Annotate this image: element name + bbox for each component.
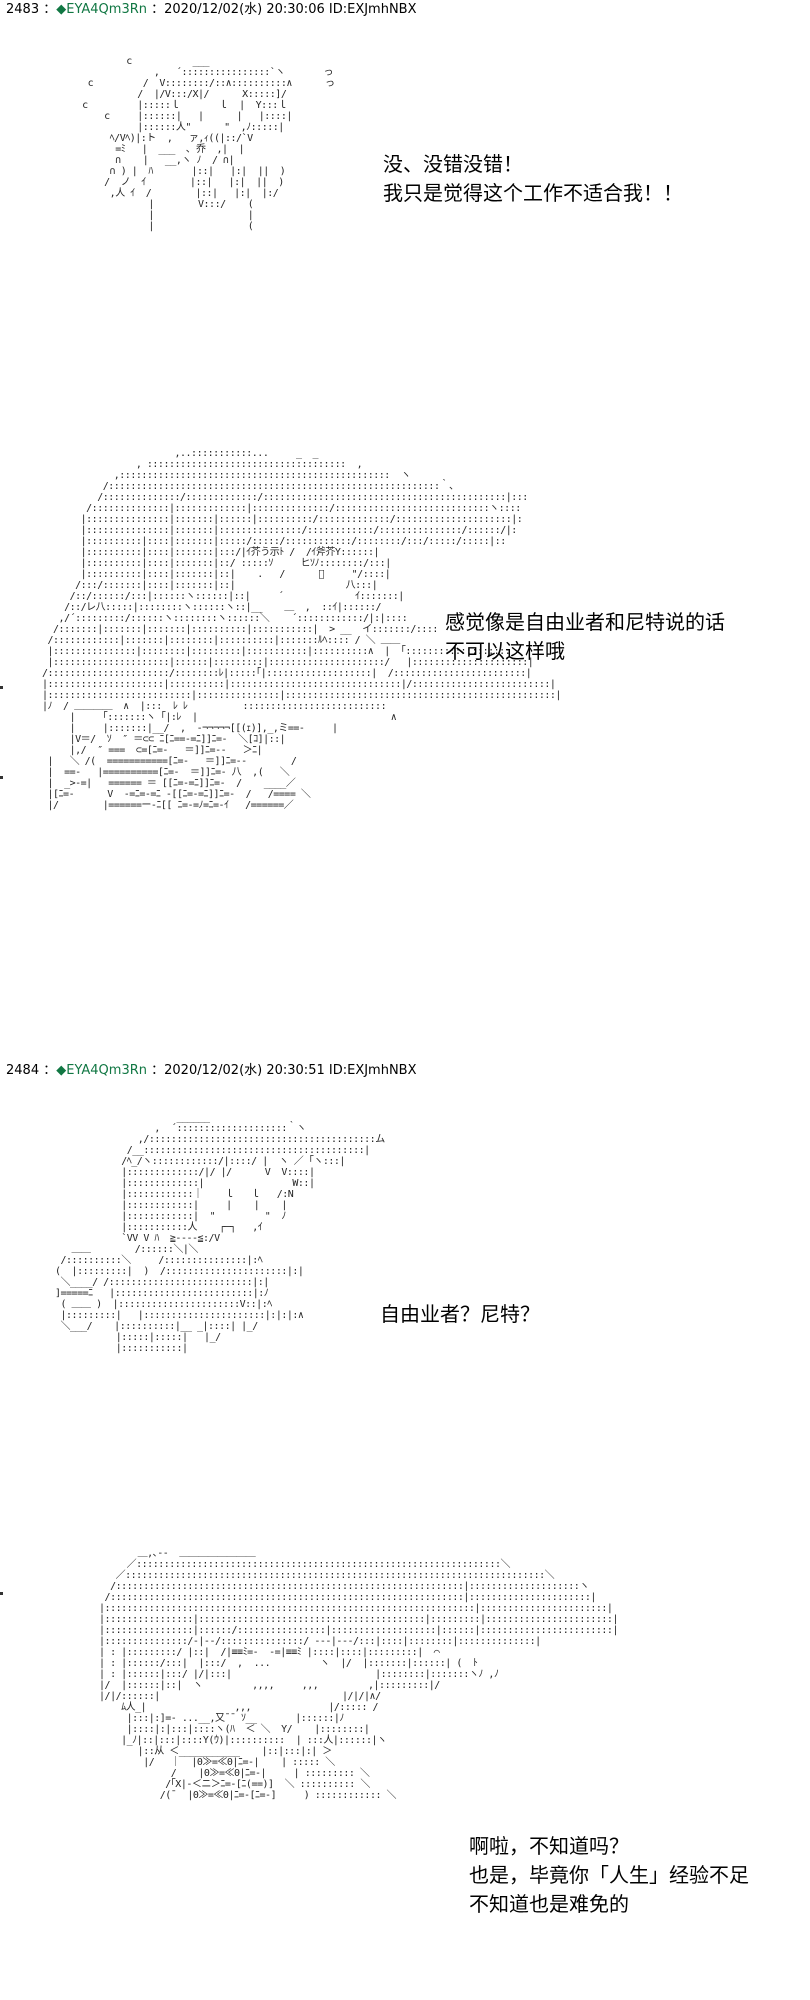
ascii-art-smiling-woman: ,..:::::::::::... _ _ , ::::::::::::::::… xyxy=(42,448,561,811)
dialogue-speech-1: 没、没错没错！ 我只是觉得这个工作不适合我！！ xyxy=(383,150,683,208)
post-separator: ： xyxy=(43,2,57,17)
ascii-art-smug-woman: ＿,､‐‐ ＿＿＿＿＿＿＿＿ ／::::::::::::::::::::::::… xyxy=(99,1548,618,1801)
margin-dot xyxy=(0,1592,3,1595)
dialogue-speech-4: 啊啦，不知道吗？ 也是，毕竟你「人生」经验不足 不知道也是难免的 xyxy=(469,1832,749,1919)
poster-tripcode[interactable]: EYA4Qm3Rn xyxy=(66,1063,147,1078)
trip-symbol: ◆ xyxy=(56,2,67,17)
dialogue-line: 不可以这样哦 xyxy=(445,639,565,663)
dialogue-line: 我只是觉得这个工作不适合我！！ xyxy=(383,181,683,205)
dialogue-line: 感觉像是自由业者和尼特说的话 xyxy=(445,610,725,634)
post-number: 2483 xyxy=(6,2,40,17)
trip-symbol: ◆ xyxy=(56,1063,67,1078)
poster-tripcode[interactable]: EYA4Qm3Rn xyxy=(66,2,147,17)
margin-dot xyxy=(0,686,3,689)
ascii-art-nervous-girl: c ___ , ´::::::::::::::::`ヽ っ c / V:::::… xyxy=(82,56,335,232)
dialogue-speech-3: 自由业者？尼特？ xyxy=(380,1300,540,1329)
post-separator: ： xyxy=(43,1063,57,1078)
dialogue-line: 自由业者？尼特？ xyxy=(380,1302,540,1326)
post-header-2483: 2483 ：◆EYA4Qm3Rn ：2020/12/02(水) 20:30:06… xyxy=(6,2,417,18)
post-datetime: ：2020/12/02(水) 20:30:51 xyxy=(151,1063,325,1078)
post-datetime: ：2020/12/02(水) 20:30:06 xyxy=(151,2,325,17)
poster-id[interactable]: ID:EXJmhNBX xyxy=(328,2,417,17)
margin-dot xyxy=(0,776,3,779)
ascii-art-girl-with-cup: ______ , ´::::::::::::::::::::｀ヽ ,/:::::… xyxy=(55,1112,385,1354)
post-number: 2484 xyxy=(6,1063,40,1078)
poster-id[interactable]: ID:EXJmhNBX xyxy=(328,1063,417,1078)
dialogue-line: 不知道也是难免的 xyxy=(469,1892,629,1916)
dialogue-speech-2: 感觉像是自由业者和尼特说的话 不可以这样哦 xyxy=(445,608,725,666)
post-header-2484: 2484 ：◆EYA4Qm3Rn ：2020/12/02(水) 20:30:51… xyxy=(6,1063,417,1079)
dialogue-line: 没、没错没错！ xyxy=(383,152,523,176)
dialogue-line: 也是，毕竟你「人生」经验不足 xyxy=(469,1863,749,1887)
dialogue-line: 啊啦，不知道吗？ xyxy=(469,1834,629,1858)
